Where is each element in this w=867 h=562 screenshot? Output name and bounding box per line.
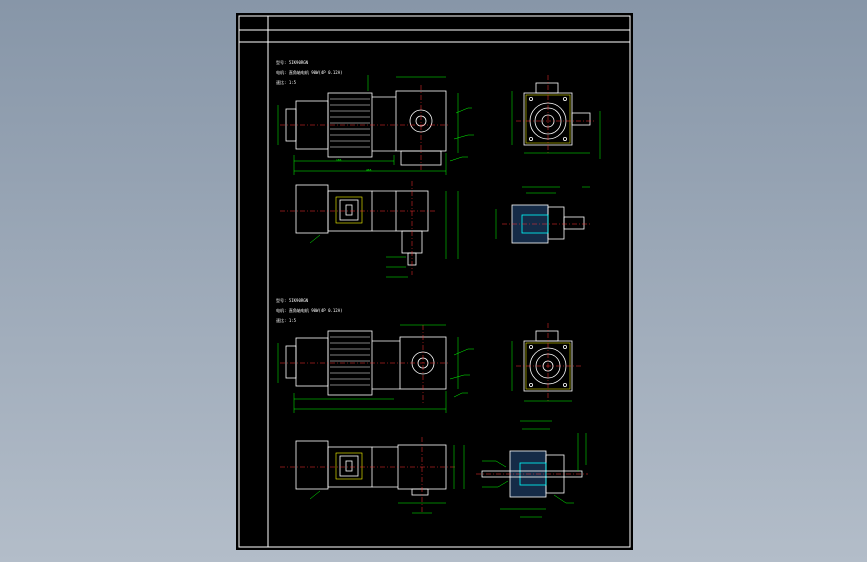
- view-1-plan-accent: [335, 196, 363, 224]
- view-1-front-center: [280, 85, 448, 171]
- view-2-plan-view: [295, 440, 447, 496]
- view-1-end-dims: [511, 91, 601, 159]
- view-block-2: 型号: 5IK90RGN 电机: 直角轴电机 90W(4P 0.12A) 速比:…: [276, 297, 588, 518]
- view-2-label: 型号: 5IK90RGN 电机: 直角轴电机 90W(4P 0.12A) 速比:…: [276, 297, 343, 323]
- view-2-front-dims: [277, 324, 474, 413]
- view-1-dim-motor: 185: [336, 158, 342, 162]
- view-2-end-center: [516, 323, 582, 401]
- view-2-plan-dims: [309, 445, 465, 514]
- view-2-label-model: 型号: 5IK90RGN: [276, 297, 309, 303]
- view-1-front-dims: [277, 75, 474, 175]
- view-2-end-dims: [511, 341, 572, 402]
- sheet-frame: [238, 15, 631, 548]
- view-2-section-dims: [482, 420, 587, 518]
- view-1-label-ratio: 速比: 1:5: [276, 79, 297, 85]
- view-block-1: 型号: 5IK90RGN 电机: 直角轴电机 90W(4P 0.12A) 速比:…: [276, 59, 601, 278]
- view-2-label-motor: 电机: 直角轴电机 90W(4P 0.12A): [276, 307, 343, 313]
- view-1-plan-dims: [309, 191, 459, 278]
- drawing-sheet: 型号: 5IK90RGN 电机: 直角轴电机 90W(4P 0.12A) 速比:…: [236, 13, 633, 550]
- view-1-end-center: [516, 75, 596, 153]
- view-2-front-center: [280, 325, 448, 405]
- view-1-label: 型号: 5IK90RGN 电机: 直角轴电机 90W(4P 0.12A) 速比:…: [276, 59, 343, 85]
- view-1-section-dims: [495, 186, 590, 239]
- view-1-front-elevation: [285, 90, 447, 166]
- view-1-end-view: [523, 82, 591, 146]
- view-2-plan-accent: [335, 452, 363, 480]
- view-2-plan-center: [280, 437, 456, 513]
- view-1-label-model: 型号: 5IK90RGN: [276, 59, 309, 65]
- view-1-plan-center: [280, 181, 436, 275]
- view-2-label-ratio: 速比: 1:5: [276, 317, 297, 323]
- drawing-canvas: 型号: 5IK90RGN 电机: 直角轴电机 90W(4P 0.12A) 速比:…: [238, 15, 631, 548]
- view-1-dim-total: 465: [366, 168, 372, 172]
- view-1-label-motor: 电机: 直角轴电机 90W(4P 0.12A): [276, 69, 343, 75]
